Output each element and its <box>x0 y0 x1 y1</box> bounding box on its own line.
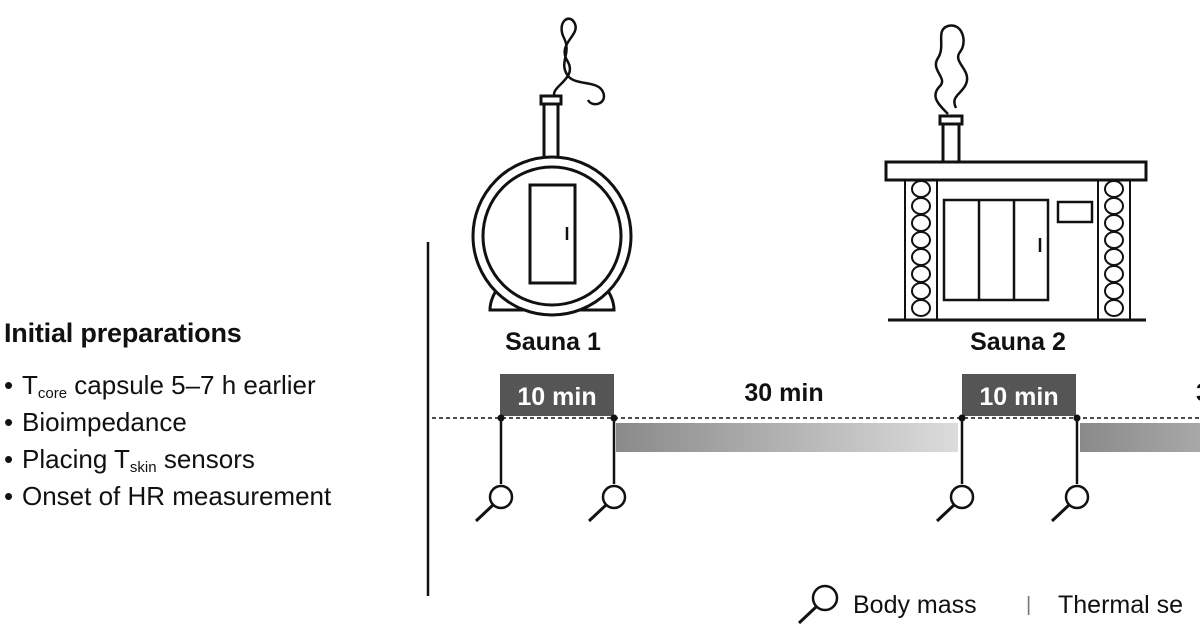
initial-preparations: Initial preparations •Tcore capsule 5–7 … <box>4 318 331 515</box>
barrel-sauna-icon <box>471 17 633 317</box>
magnifier-icon <box>488 484 514 510</box>
preparations-title: Initial preparations <box>4 318 242 348</box>
preparation-item: •Onset of HR measurement <box>4 481 332 511</box>
cabin-sauna-icon <box>884 24 1148 322</box>
preparation-item: •Placing Tskin sensors <box>4 444 255 476</box>
log-column-left <box>904 180 938 320</box>
legend-body-mass: Body mass <box>853 591 977 619</box>
rest-bar-2 <box>1080 423 1200 452</box>
legend: Body mass | Thermal se <box>797 584 1183 625</box>
magnifier-icon <box>1064 484 1090 510</box>
legend-thermal: Thermal se <box>1058 591 1183 619</box>
sauna-2-label: Sauna 2 <box>970 328 1066 356</box>
magnifier-icon <box>949 484 975 510</box>
log-column-right <box>1097 180 1131 320</box>
sauna-1-duration-box: 10 min <box>500 374 614 416</box>
body-mass-marker-1 <box>474 414 514 523</box>
preparations-list: •Tcore capsule 5–7 h earlier •Bioimpedan… <box>4 367 331 515</box>
legend-magnifier-icon <box>797 584 839 625</box>
preparation-item: •Bioimpedance <box>4 407 187 437</box>
sauna-2-duration: 10 min <box>979 383 1058 411</box>
body-mass-marker-4 <box>1050 414 1090 523</box>
sauna-1-duration: 10 min <box>517 383 596 411</box>
rest-bar-1 <box>616 423 958 452</box>
sauna-1-label: Sauna 1 <box>505 328 601 356</box>
magnifier-icon <box>601 484 627 510</box>
body-mass-marker-2 <box>587 414 627 523</box>
truncated-duration: 3 <box>1196 379 1200 407</box>
legend-separator: | <box>1026 594 1031 616</box>
preparation-item: •Tcore capsule 5–7 h earlier <box>4 370 316 402</box>
rest-duration: 30 min <box>744 379 823 407</box>
body-mass-marker-3 <box>935 414 975 523</box>
sauna-2-duration-box: 10 min <box>962 374 1076 416</box>
